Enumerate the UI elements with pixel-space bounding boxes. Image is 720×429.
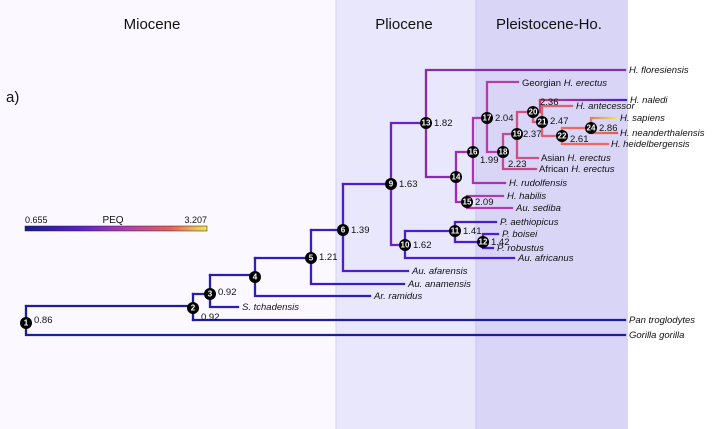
taxon-au-afarensis: Au. afarensis [411,266,468,277]
node-10: 10 [399,239,411,251]
svg-text:24: 24 [587,124,596,133]
node-3: 3 [204,288,216,300]
svg-text:14: 14 [452,173,461,182]
svg-text:18: 18 [499,148,508,157]
node-value-20: 2.36 [540,97,559,108]
svg-text:22: 22 [558,132,567,141]
svg-text:9: 9 [389,180,394,189]
node-value-15: 2.09 [475,197,494,208]
node-value-19: 2.37 [523,129,542,140]
node-value-6: 1.39 [351,225,370,236]
epoch-label-pleistocene: Pleistocene-Ho. [496,16,602,33]
node-15: 15 [461,196,473,208]
taxon-h-neanderthalensis: H. neanderthalensis [620,128,705,139]
node-value-11: 1.41 [463,226,482,237]
node-value-3: 0.92 [218,287,237,298]
svg-text:5: 5 [309,254,314,263]
taxon-p-boisei: P. boisei [502,229,538,240]
node-21: 21 [536,116,548,128]
svg-text:16: 16 [469,148,478,157]
svg-text:6: 6 [341,226,346,235]
node-4: 4 [249,271,261,283]
node-value-24: 2.86 [599,123,618,134]
node-value-17: 2.04 [495,113,514,124]
svg-text:15: 15 [463,198,472,207]
node-16: 16 [467,146,479,158]
taxon-h-naledi: H. naledi [630,95,668,106]
node-14: 14 [450,171,462,183]
taxon-p-aethiopicus: P. aethiopicus [500,217,559,228]
node-value-10: 1.62 [413,240,432,251]
svg-text:4: 4 [253,273,258,282]
node-value-9: 1.63 [399,179,418,190]
taxon-asian-h-erectus: Asian H. erectus [541,153,611,164]
node-value-2: 0.92 [201,312,220,323]
node-18: 18 [497,146,509,158]
node-6: 6 [337,224,349,236]
svg-text:10: 10 [401,241,410,250]
taxon-p-robustus: P. robustus [497,243,544,254]
node-value-5: 1.21 [319,252,338,263]
node-19: 19 [511,128,523,140]
node-24: 24 [585,122,597,134]
taxon-h-rudolfensis: H. rudolfensis [509,178,567,189]
taxon-s-tchadensis: S. tchadensis [242,302,299,313]
node-value-21: 2.47 [550,116,569,127]
svg-text:13: 13 [422,119,431,128]
taxon-au-anamensis: Au. anamensis [407,279,471,290]
pliocene-band [336,0,476,429]
node-value-22: 2.61 [570,134,589,145]
taxon-georgian-h-erectus: Georgian H. erectus [522,78,607,89]
epoch-label-miocene: Miocene [124,16,181,33]
svg-text:20: 20 [529,108,538,117]
taxon-h-sapiens: H. sapiens [620,113,665,124]
node-value-12: 1.42 [491,237,510,248]
legend-title: PEQ [102,215,123,226]
legend-min: 0.655 [25,215,48,225]
taxon-pan-troglodytes: Pan troglodytes [629,315,695,326]
node-20: 20 [527,106,539,118]
node-11: 11 [449,225,461,237]
tree-nodes: 1 2 3 4 5 6 9 10 11 12 13 14 15 16 17 18… [20,106,597,329]
node-values: 0.86 0.92 0.92 1.21 1.39 1.63 1.62 1.41 … [34,97,618,326]
node-1: 1 [20,317,32,329]
svg-text:2: 2 [191,304,196,313]
legend-max: 3.207 [184,215,207,225]
taxon-gorilla-gorilla: Gorilla gorilla [629,330,684,341]
pleistocene-band [476,0,628,429]
svg-text:11: 11 [451,227,460,236]
svg-text:1: 1 [24,319,29,328]
node-value-18: 2.23 [508,159,527,170]
peq-legend: PEQ 0.655 3.207 [24,215,208,232]
svg-text:17: 17 [483,114,492,123]
epoch-label-pliocene: Pliocene [375,16,433,33]
taxon-au-sediba: Au. sediba [515,203,561,214]
svg-text:3: 3 [208,290,213,299]
node-13: 13 [420,117,432,129]
node-9: 9 [385,178,397,190]
taxon-ar-ramidus: Ar. ramidus [373,291,422,302]
svg-text:21: 21 [538,118,547,127]
legend-colorbar [24,225,208,232]
taxon-h-floresiensis: H. floresiensis [629,65,689,76]
node-value-16: 1.99 [480,155,499,166]
node-22: 22 [556,130,568,142]
node-17: 17 [481,112,493,124]
svg-text:19: 19 [513,130,522,139]
panel-label: a) [6,89,19,106]
taxon-h-habilis: H. habilis [507,191,546,202]
taxon-h-antecessor: H. antecessor [576,101,635,112]
node-value-1: 0.86 [34,315,53,326]
node-12: 12 [477,236,489,248]
node-value-13: 1.82 [434,118,453,129]
node-5: 5 [305,252,317,264]
miocene-band [0,0,336,429]
taxon-african-h-erectus: African H. erectus [539,164,615,175]
node-2: 2 [187,302,199,314]
taxon-labels: H. floresiensis Georgian H. erectus H. n… [242,65,705,341]
svg-text:12: 12 [479,238,488,247]
taxon-h-heidelbergensis: H. heidelbergensis [611,139,690,150]
taxon-au-africanus: Au. africanus [517,253,574,264]
